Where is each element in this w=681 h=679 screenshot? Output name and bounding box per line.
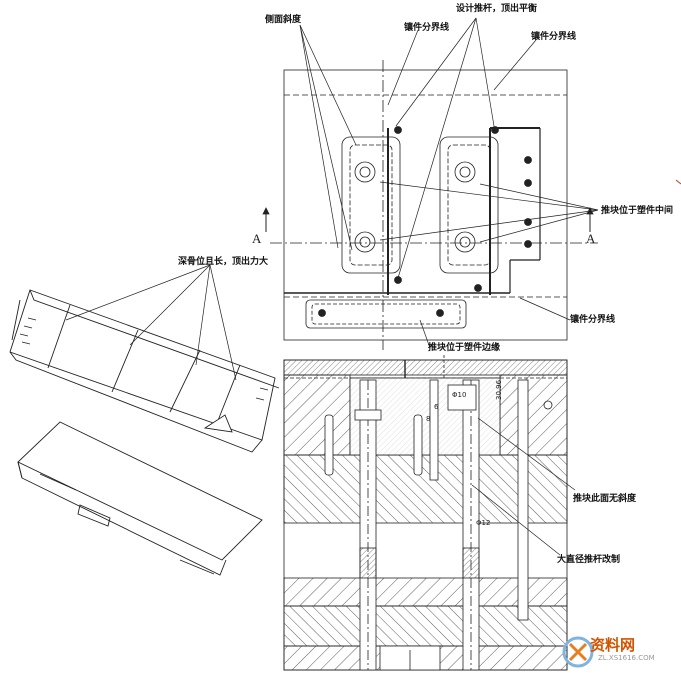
label-no-draft: 推块此面无斜度 <box>573 494 637 504</box>
label-large-ejector: 大直径推杆改制 <box>557 555 621 565</box>
label-block-edge: 推块位于塑件边缘 <box>428 343 501 353</box>
label-design-ejector: 设计推杆，顶出平衡 <box>456 4 538 14</box>
label-side-draft: 侧面斜度 <box>265 15 302 25</box>
part-view-top-leaders <box>65 264 237 381</box>
part-view-bottom <box>17 421 263 576</box>
label-insert-parting-3: 镶件分界线 <box>570 315 616 325</box>
watermark-logo-icon <box>562 636 594 668</box>
dim-phi12: Φ12 <box>476 519 491 527</box>
red-mark <box>675 179 681 185</box>
part-view-top <box>9 289 280 453</box>
dim-6: 6 <box>434 403 439 411</box>
label-block-middle: 推块位于塑件中间 <box>601 206 674 216</box>
label-insert-parting-1: 镶件分界线 <box>404 23 450 33</box>
dim-8: 8 <box>426 415 431 423</box>
section-leaders <box>471 417 576 556</box>
dim-30-96: 30.96 <box>495 379 503 400</box>
label-deep-rib: 深骨位且长，顶出力大 <box>178 257 269 267</box>
section-letter-left: A <box>252 231 262 246</box>
section-letter-right: A <box>586 231 596 246</box>
section-view <box>283 355 568 671</box>
watermark-url: ZL.XS1616.COM <box>598 654 655 662</box>
plan-view <box>262 60 598 350</box>
label-insert-parting-2: 镶件分界线 <box>531 32 577 42</box>
dim-phi10: Φ10 <box>452 391 467 399</box>
watermark-brand: 资料网 <box>590 636 636 654</box>
leader-lines <box>299 17 599 349</box>
